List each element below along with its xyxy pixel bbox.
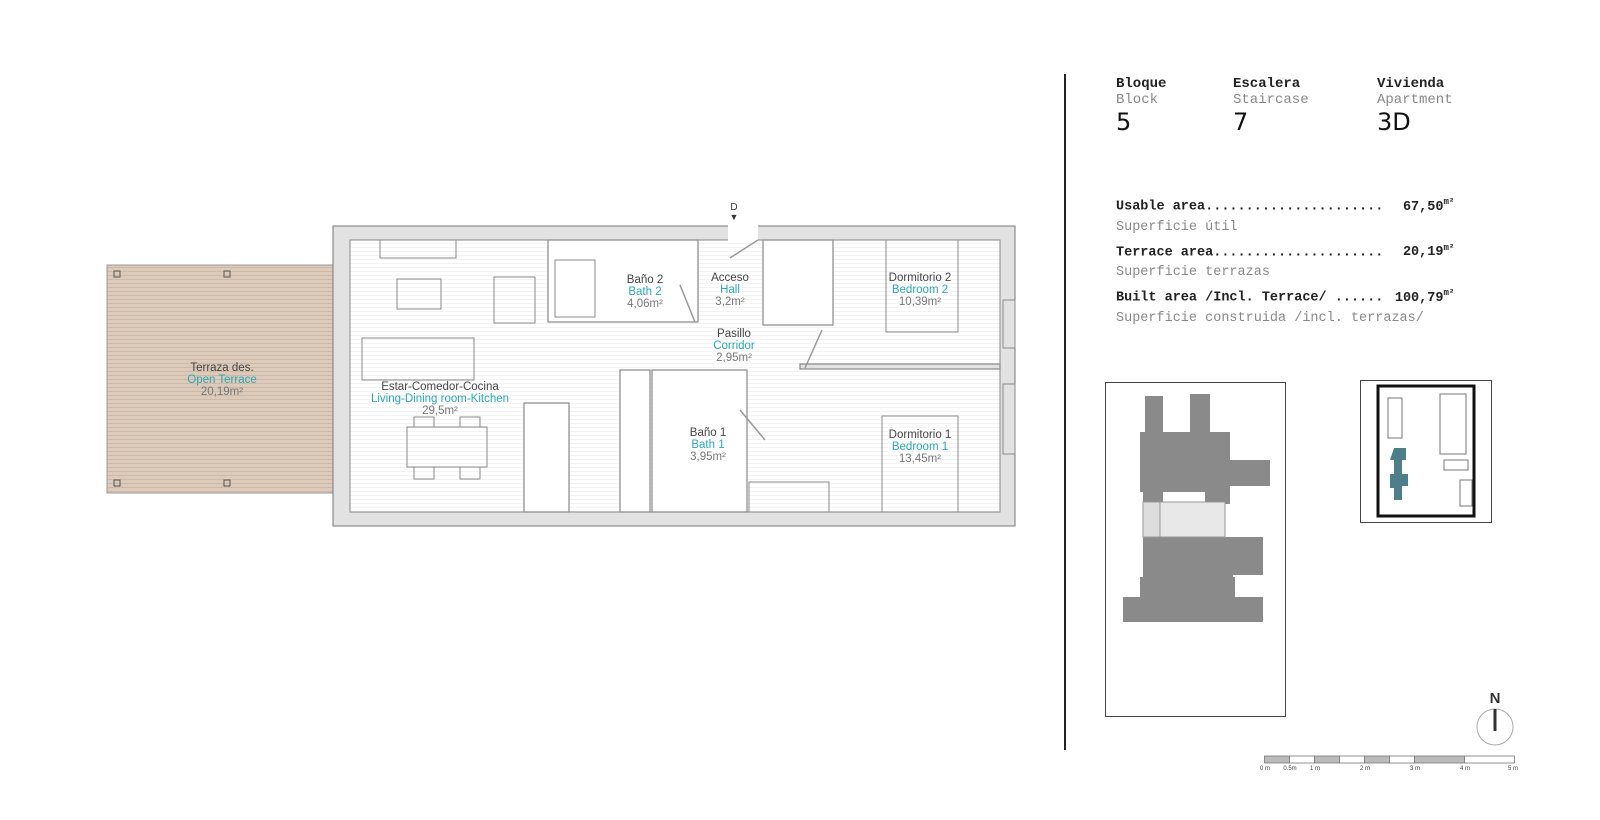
room-name-es: Acceso [711, 272, 749, 284]
room-label-bath-1: Baño 1 Bath 1 3,95m² [690, 427, 726, 463]
apartment-label-en: Apartment [1377, 92, 1453, 108]
room-area: 3,2m² [715, 296, 745, 308]
block-value: 5 [1116, 108, 1132, 136]
block-info: Bloque Block 5 [1116, 76, 1166, 136]
area-unit: m² [1443, 197, 1455, 207]
area-value: 100,79 [1394, 290, 1444, 306]
north-label: N [1489, 690, 1501, 707]
scale-label: 2 m [1359, 766, 1371, 772]
room-name-en: Corridor [713, 340, 755, 352]
room-name-es: Baño 1 [689, 427, 727, 439]
area-unit: m² [1443, 288, 1455, 298]
terrace-area-row: Terrace area..................... 20,19m… [1116, 238, 1454, 264]
room-area: 13,45m² [898, 453, 942, 465]
room-area: 3,95m² [690, 451, 726, 463]
scale-bar [1264, 755, 1515, 764]
apartment-label-es: Vivienda [1377, 76, 1445, 92]
area-label: Usable area...................... [1116, 199, 1384, 215]
area-value: 20,19 [1402, 245, 1444, 260]
scale-label: 3 m [1409, 766, 1421, 772]
staircase-label-en: Staircase [1233, 92, 1309, 108]
room-label-bedroom-1: Dormitorio 1 Bedroom 1 13,45m² [889, 429, 952, 465]
staircase-label-es: Escalera [1233, 76, 1301, 92]
room-name-es: Dormitorio 2 [888, 272, 952, 284]
room-name-es: Estar-Comedor-Cocina [381, 381, 499, 393]
room-area: 10,39m² [898, 296, 942, 308]
block-label-en: Block [1116, 92, 1159, 108]
room-area: 20,19m² [200, 386, 244, 398]
room-name-en: Open Terrace [187, 374, 257, 386]
apartment-info: Vivienda Apartment 3D [1377, 76, 1453, 136]
compass-icon [1476, 708, 1514, 746]
room-name-en: Living-Dining room-Kitchen [370, 393, 510, 405]
usable-area-row: Usable area...................... 67,50m… [1116, 192, 1454, 218]
built-area-sub: Superficie construida /incl. terrazas/ [1116, 310, 1424, 326]
staircase-info: Escalera Staircase 7 [1233, 76, 1309, 136]
room-label-terrace: Terraza des. Open Terrace 20,19m² [187, 362, 256, 398]
divider [1064, 74, 1066, 750]
area-value: 67,50 [1402, 199, 1444, 215]
built-area-row: Built area /Incl. Terrace/ ...... 100,79… [1116, 283, 1454, 309]
room-name-en: Bedroom 2 [891, 284, 949, 296]
usable-area-sub: Superficie útil [1116, 219, 1238, 235]
room-area: 29,5m² [422, 405, 458, 417]
terrace-area-sub: Superficie terrazas [1116, 265, 1270, 280]
area-unit: m² [1443, 242, 1455, 253]
room-label-hall: Acceso Hall 3,2m² [711, 272, 749, 308]
scale-label: 0.5m [1283, 766, 1297, 772]
room-name-en: Hall [720, 284, 740, 296]
room-name-es: Baño 2 [626, 274, 664, 286]
area-label: Built area /Incl. Terrace/ ...... [1116, 290, 1384, 306]
room-name-en: Bath 1 [691, 439, 725, 451]
scale-label: 0 m [1259, 766, 1271, 772]
terrace [106, 264, 343, 494]
area-label: Terrace area..................... [1116, 245, 1384, 260]
room-label-bedroom-2: Dormitorio 2 Bedroom 2 10,39m² [889, 272, 952, 308]
entrance-arrow-icon: ▼ [729, 212, 739, 222]
scale-label: 4 m [1459, 766, 1471, 772]
staircase-value: 7 [1233, 108, 1249, 136]
room-area: 4,06m² [627, 298, 663, 310]
room-label-living: Estar-Comedor-Cocina Living-Dining room-… [371, 381, 509, 417]
room-name-es: Pasillo [717, 328, 751, 340]
apartment-value: 3D [1377, 108, 1411, 136]
room-name-es: Terraza des. [190, 362, 254, 374]
area-table: Usable area...................... 67,50m… [1116, 192, 1454, 329]
room-label-corridor: Pasillo Corridor 2,95m² [713, 328, 755, 364]
room-name-es: Dormitorio 1 [888, 429, 952, 441]
room-name-en: Bath 2 [628, 286, 662, 298]
building-key-plan [1105, 382, 1286, 717]
bath-2-walls [547, 239, 699, 323]
site-key-plan [1360, 380, 1492, 523]
apartment-highlight [1390, 448, 1408, 500]
entrance-marker: D ▼ [727, 202, 741, 222]
scale-label: 5 m [1507, 766, 1519, 772]
room-label-bath-2: Baño 2 Bath 2 4,06m² [627, 274, 663, 310]
room-name-en: Bedroom 1 [891, 441, 949, 453]
room-area: 2,95m² [716, 352, 752, 364]
scale-label: 1 m [1309, 766, 1321, 772]
entrance-label: D [730, 202, 738, 213]
north-compass: N [1475, 690, 1515, 752]
block-label-es: Bloque [1116, 76, 1167, 92]
